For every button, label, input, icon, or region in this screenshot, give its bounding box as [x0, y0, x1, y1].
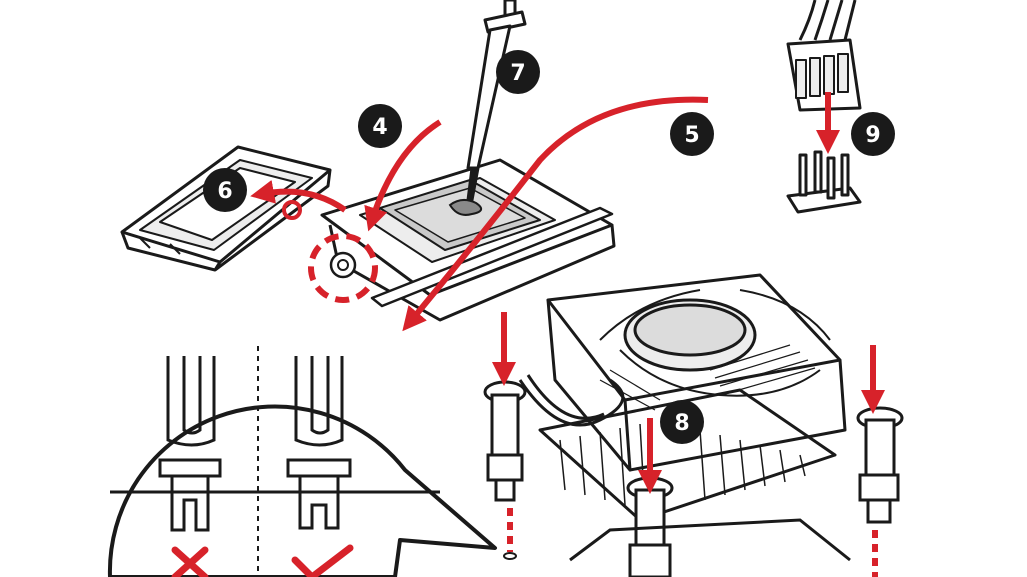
step-6-arrow	[250, 179, 347, 213]
push-pin-right	[856, 406, 904, 524]
step-5-arrow	[402, 96, 709, 332]
fan-cable-connector	[786, 0, 862, 112]
step-number-7: 7	[510, 61, 525, 86]
cpu-cooler	[518, 273, 847, 522]
fan-header-pins	[786, 150, 862, 214]
pin-wrong-position	[158, 356, 222, 532]
hook-highlight-circle	[308, 233, 378, 303]
step-number-9: 9	[865, 123, 880, 148]
push-pin-left	[483, 380, 527, 502]
step-badge-8: 8	[660, 400, 704, 444]
step-badge-7: 7	[496, 50, 540, 94]
thermal-paste-blob	[448, 199, 483, 216]
step-number-8: 8	[674, 411, 689, 436]
step-number-6: 6	[217, 179, 232, 204]
step-badge-4: 4	[358, 104, 402, 148]
motherboard-socket-edge	[569, 518, 851, 562]
retention-lever	[370, 206, 614, 308]
step-number-4: 4	[372, 115, 387, 140]
step-badge-9: 9	[851, 112, 895, 156]
step-4-arrow	[364, 119, 442, 232]
magnified-inset	[107, 346, 497, 577]
cross-mark-icon	[171, 546, 209, 577]
pin-correct-position	[286, 356, 352, 530]
step-number-5: 5	[684, 123, 699, 148]
step-badge-6: 6	[203, 168, 247, 212]
push-pin-front	[626, 476, 674, 577]
step-badge-5: 5	[670, 112, 714, 156]
check-mark-icon	[291, 544, 354, 577]
